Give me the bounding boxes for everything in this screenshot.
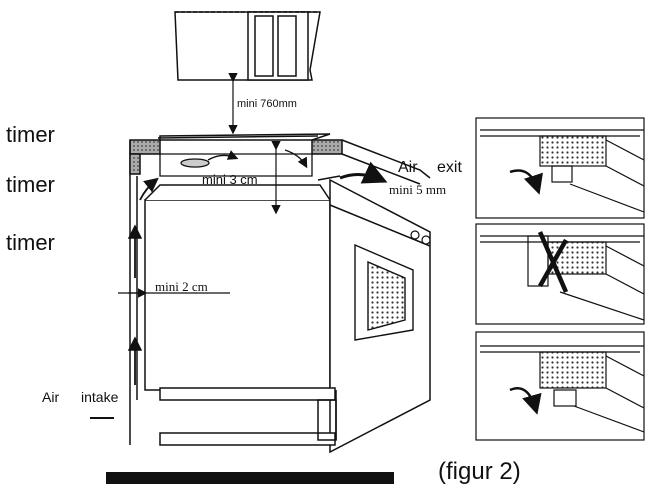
- wall-cabinet: [174, 11, 321, 81]
- detail-panel-2: [475, 223, 645, 325]
- worktop: [129, 133, 431, 185]
- exit-gap-label: mini 5 mm: [389, 182, 447, 197]
- side-gap-label: mini 2 cm: [155, 279, 208, 294]
- air-intake-word1: Air: [42, 389, 60, 405]
- air-exit-word1: Air: [398, 159, 418, 176]
- air-exit-arrow: [339, 161, 388, 184]
- figure-caption: (figur 2): [438, 458, 521, 485]
- air-intake-word2: intake: [81, 389, 119, 405]
- side-label-1: timer: [6, 122, 55, 147]
- oven-knobs: [410, 230, 431, 245]
- plinth: [159, 387, 337, 446]
- top-gap-label: mini 3 cm: [202, 172, 258, 187]
- oven-window: [354, 243, 414, 341]
- air-exit-word2: exit: [437, 159, 462, 176]
- air-intake-arrows: [127, 177, 159, 385]
- side-label-3: timer: [6, 230, 55, 255]
- side-label-2: timer: [6, 172, 55, 197]
- detail-panel-1: [475, 117, 645, 219]
- height-dimension-label: mini 760mm: [237, 98, 297, 110]
- hob-tray: [159, 149, 313, 177]
- floor: [106, 472, 394, 484]
- detail-panel-3: [475, 331, 645, 441]
